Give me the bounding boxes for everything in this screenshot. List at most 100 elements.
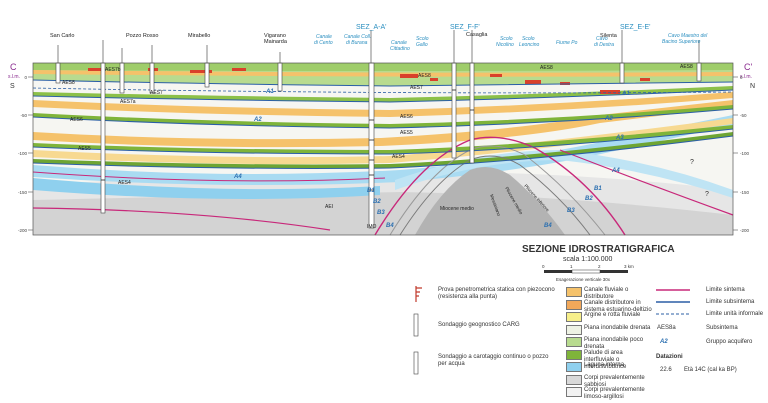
pliocene-band-1 (399, 155, 591, 236)
section-scale: scala 1:100.000 (563, 256, 613, 263)
canal-leoncino: Scolo (522, 36, 535, 42)
scale-tick-1: 1 (570, 264, 573, 269)
legend-swatch (566, 362, 582, 372)
canal-cittadino-2: Cittadino (390, 46, 410, 52)
place-mirabello: Mirabello (188, 33, 210, 39)
sez-f: SEZ_F-F' (450, 24, 480, 31)
sintema-limit-right (559, 149, 734, 216)
sand-lens-3 (33, 92, 733, 117)
end-left-dir: S (10, 83, 15, 90)
end-right-letter: C' (744, 62, 752, 72)
legend-swatch-label: Canale fluviale o distributore (584, 287, 629, 300)
aq-a2: A2 (253, 117, 262, 123)
borehole-icon (413, 313, 419, 337)
legend-borehole: Sondaggio geognostico CARG (438, 322, 520, 328)
legend-dating-sample: 22.6 (660, 367, 672, 373)
place-vigarano: Vigarano (264, 33, 286, 39)
unit-aes4-mid: AES4 (392, 154, 405, 160)
place-san-carlo: San Carlo (50, 33, 74, 39)
legend-dating-heading: Datazioni (656, 354, 683, 360)
surface-ticks (57, 30, 700, 63)
aq-b4-right: B4 (544, 223, 552, 229)
legend-swatch (566, 387, 582, 397)
legend-swatch-label: Palude di area interfluviale o interdist… (584, 349, 627, 370)
aq-a2-right: A2 (604, 116, 613, 122)
canal-cittadino: Canale (391, 40, 407, 46)
legend-limit-informal: Limite unità informale (706, 311, 764, 317)
legend-limit-subsintema: Limite subsintema (706, 299, 755, 305)
well-icon (413, 351, 419, 375)
aq-a3-right: A3 (615, 135, 624, 141)
canal-destra: Cavo (596, 36, 608, 42)
boreholes (55, 62, 702, 229)
legend-swatch (566, 324, 582, 335)
scale-tick-0: 0 (542, 264, 545, 269)
place-names: San Carlo Pozzo Rosso Mirabello Vigarano… (50, 32, 618, 45)
legend-swatch (566, 374, 582, 385)
depth-ticks (28, 76, 738, 231)
deep-grey-layer-2 (33, 192, 733, 235)
depth-labels-left: 0 -50 -100 -150 -200 (18, 75, 28, 233)
aq-b1: B1 (367, 188, 375, 194)
place-pozzo-rosso: Pozzo Rosso (126, 33, 158, 39)
place-casaglia: Casaglia (466, 32, 488, 38)
sez-e: SEZ_E-E' (620, 24, 651, 31)
legend-swatch-label: Laguna interna (584, 362, 625, 368)
scale-bar: 0 1 2 3 km Esagerazione verticale 30x (542, 264, 634, 282)
canal-gallo: Scolo (416, 36, 429, 42)
legend-swatch-label: Corpi prevalentemente sabbiosi (584, 374, 645, 388)
aq-b2-right: B2 (585, 196, 593, 202)
cross-section-diagram: C s.l.m. S C' s.l.m. N 0 -50 -100 -150 -… (8, 24, 755, 236)
legend-swatch-label: Argine e rotta fluviale (584, 312, 641, 318)
sez-a: SEZ_A-A' (356, 24, 387, 31)
canal-destra-2: di Destra (594, 42, 614, 48)
canal-burana-2: di Burana (346, 40, 368, 46)
legend-aquifer-group: Gruppo acquifero (706, 339, 753, 345)
vert-exag: Esagerazione verticale 30x (556, 277, 611, 282)
aq-a4-right: A4 (611, 168, 620, 174)
legend-swatch-label: Piana inondabile drenata (584, 324, 651, 331)
place-mainarda: Mainarda (264, 39, 288, 45)
canal-cento-2: di Cento (314, 40, 333, 46)
unit-ael: AEI (325, 204, 333, 210)
unit-aes7-mid: AES7 (410, 85, 423, 91)
depth-left-200: -200 (18, 228, 28, 233)
legend-swatch (566, 287, 582, 297)
canal-names: Canale di Cento Canale Coll. di Burana C… (314, 33, 708, 52)
section-frame (32, 62, 734, 236)
sintema-limit-b (32, 171, 386, 182)
unit-aes5-mid: AES5 (400, 130, 413, 136)
depth-right-150: -150 (740, 190, 750, 195)
lagoon-band-lower (33, 178, 380, 199)
unit-aes8: AES8 (62, 80, 75, 86)
aq-a1-right: A1 (621, 91, 630, 97)
canal-nicolino: Scolo (500, 36, 513, 42)
aq-b4: B4 (386, 223, 394, 229)
section-title: SEZIONE IDROSTRATIGRAFICA (522, 244, 675, 255)
legend-swatch-label: Canale distributore in sistema estuarino… (584, 299, 652, 313)
legend-sym-aes: AES8a (657, 325, 676, 331)
depth-right-50: -50 (740, 113, 747, 118)
end-left-unit: s.l.m. (8, 74, 20, 80)
unit-aes5: AES5 (78, 146, 91, 152)
pliocene-band-2 (389, 145, 606, 236)
unit-labels: AES7b AES8 AES7 AES7a AES6 AES5 AES4 AES… (62, 64, 693, 230)
canal-leoncino-2: Leoncino (519, 42, 540, 48)
aq-a1: A1 (265, 89, 274, 95)
marsh-band-4 (33, 86, 733, 102)
canal-po: Fiume Po (556, 40, 578, 46)
unit-aes4: AES4 (118, 180, 131, 186)
canal-maestro: Cavo Maestro del (668, 33, 708, 39)
aq-b3: B3 (377, 210, 385, 216)
unit-aes8-far: AES8 (680, 64, 693, 70)
end-left-letter: C (10, 62, 17, 72)
unit-aes8-mid: AES8 (418, 73, 431, 79)
depth-labels-right: 0 -50 -100 -150 -200 (740, 75, 750, 233)
borehole-banding (101, 89, 474, 191)
legend-swatch-label: Corpi prevalentemente limoso-argillosi (584, 387, 645, 400)
unit-miocene: Miocene medio (440, 206, 474, 212)
legend-swatch-label: Piana inondabile poco drenata (584, 337, 644, 350)
aq-a4: A4 (233, 174, 242, 180)
legend-dating-text: Età 14C (cal ka BP) (684, 367, 737, 373)
